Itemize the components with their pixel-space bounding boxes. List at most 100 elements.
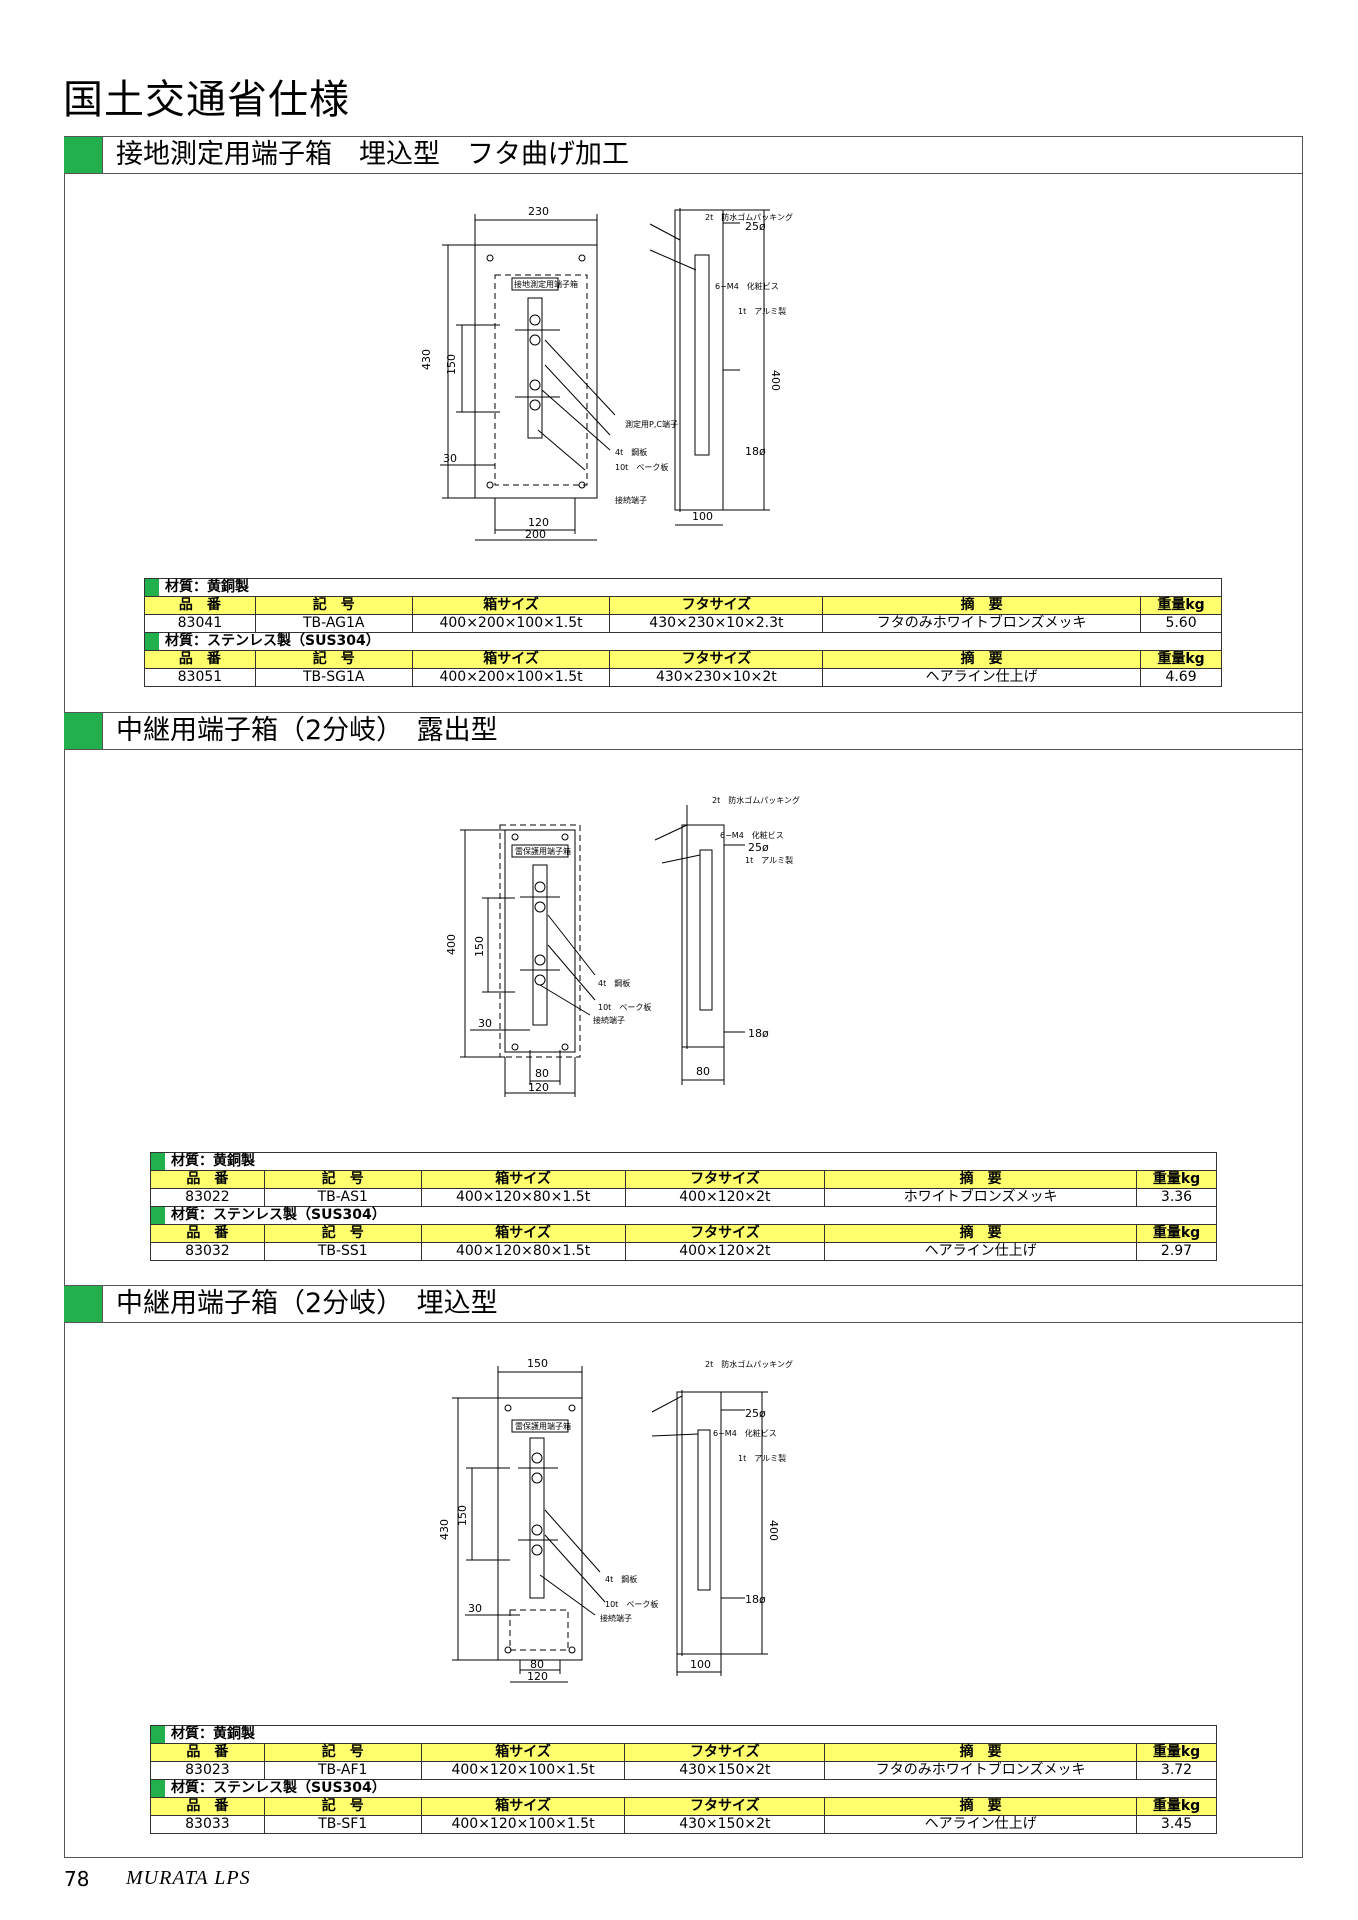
section-header: 中継用端子箱（2分岐） 露出型 <box>64 712 1302 750</box>
dim-label: 30 <box>478 1017 492 1030</box>
dim-label: 120 <box>527 1670 548 1683</box>
part-label: 1t アルミ製 <box>738 1453 786 1463</box>
dim-label: 18ø <box>745 445 766 458</box>
column-header: 重量kg <box>1136 1170 1217 1189</box>
part-label: 10t ベーク板 <box>605 1599 658 1609</box>
table-cell: フタのみホワイトブロンズメッキ <box>822 614 1142 633</box>
table-cell: 430×150×2t <box>624 1761 826 1780</box>
table-cell: ヘアライン仕上げ <box>824 1242 1138 1261</box>
column-header: フタサイズ <box>624 1224 826 1243</box>
table-cell: ホワイトブロンズメッキ <box>824 1188 1138 1207</box>
table-cell: 400×120×80×1.5t <box>420 1242 626 1261</box>
dim-label: 80 <box>535 1067 549 1080</box>
page-title: 国土交通省仕様 <box>63 77 350 123</box>
header-row: 品 番記 号箱サイズフタサイズ摘 要重量kg <box>144 596 1222 615</box>
nameplate-label: 雷保護用端子箱 <box>515 846 571 856</box>
table-cell: 3.45 <box>1136 1815 1217 1834</box>
material-row: 材質：黄銅製 <box>150 1725 1217 1744</box>
dim-label: 430 <box>438 1519 451 1540</box>
column-header: 箱サイズ <box>420 1224 626 1243</box>
table-cell: 3.36 <box>1136 1188 1217 1207</box>
section-header: 接地測定用端子箱 埋込型 フタ曲げ加工 <box>64 136 1302 174</box>
table-cell: 430×230×10×2t <box>609 668 824 687</box>
dim-label: 230 <box>528 205 549 218</box>
material-marker-icon <box>151 1153 165 1170</box>
part-label: 接続端子 <box>600 1613 632 1623</box>
column-header: 記 号 <box>263 1224 422 1243</box>
material-marker-icon <box>151 1726 165 1743</box>
table-cell: ヘアライン仕上げ <box>824 1815 1138 1834</box>
dim-label: 25ø <box>745 220 766 233</box>
column-header: 重量kg <box>1136 1797 1217 1816</box>
section-marker-icon <box>64 713 103 749</box>
header-row: 材質：黄銅製 <box>150 1152 1217 1171</box>
column-header: 品 番 <box>150 1797 265 1816</box>
column-header: フタサイズ <box>624 1797 826 1816</box>
dim-label: 400 <box>445 934 458 955</box>
dim-label: 400 <box>769 370 782 391</box>
table-cell: 400×200×100×1.5t <box>411 668 611 687</box>
part-label: 4t 鋼板 <box>598 978 630 988</box>
column-header: 摘 要 <box>824 1224 1138 1243</box>
part-label: 10t ベーク板 <box>598 1002 651 1012</box>
dim-label: 30 <box>443 452 457 465</box>
table-cell: TB-AS1 <box>263 1188 422 1207</box>
table-cell: 400×200×100×1.5t <box>411 614 611 633</box>
table-cell: 430×230×10×2.3t <box>609 614 824 633</box>
brand-name: MURATA LPS <box>126 1867 251 1889</box>
table-cell: 83033 <box>150 1815 265 1834</box>
dim-label: 150 <box>527 1357 548 1370</box>
material-row: 材質：ステンレス製（SUS304） <box>144 632 1222 651</box>
table-cell: 5.60 <box>1140 614 1222 633</box>
part-label: 6−M4 化粧ビス <box>713 1428 777 1438</box>
part-label: 10t ベーク板 <box>615 462 668 472</box>
table-cell: ヘアライン仕上げ <box>822 668 1142 687</box>
part-label: 2t 防水ゴムパッキング <box>712 795 800 805</box>
material-marker-icon <box>145 579 159 596</box>
part-label: 2t 防水ゴムパッキング <box>705 212 793 222</box>
material-row: 材質：ステンレス製（SUS304） <box>150 1206 1217 1225</box>
column-header: 箱サイズ <box>420 1743 626 1762</box>
table-cell: 3.72 <box>1136 1761 1217 1780</box>
dim-label: 18ø <box>748 1027 769 1040</box>
header-row: 品 番記 号箱サイズフタサイズ摘 要重量kg <box>144 650 1222 669</box>
header-row: 品 番記 号箱サイズフタサイズ摘 要重量kg <box>150 1224 1217 1243</box>
table-cell: 83023 <box>150 1761 265 1780</box>
table-cell: 400×120×80×1.5t <box>420 1188 626 1207</box>
dim-label: 120 <box>528 1081 549 1094</box>
header-row: 材質：黄銅製 <box>150 1725 1217 1744</box>
column-header: 摘 要 <box>822 650 1142 669</box>
dim-label: 100 <box>690 1658 711 1671</box>
header-row: 材質：ステンレス製（SUS304） <box>150 1779 1217 1798</box>
column-header: 品 番 <box>144 596 256 615</box>
header-row: 品 番記 号箱サイズフタサイズ摘 要重量kg <box>150 1797 1217 1816</box>
dim-label: 120 <box>528 516 549 529</box>
column-header: 箱サイズ <box>420 1797 626 1816</box>
table-cell: TB-AG1A <box>254 614 413 633</box>
table-cell: 400×120×2t <box>624 1242 826 1261</box>
material-row: 材質：黄銅製 <box>144 578 1222 597</box>
column-header: 重量kg <box>1136 1224 1217 1243</box>
dim-label: 25ø <box>745 1407 766 1420</box>
table-cell: TB-AF1 <box>263 1761 422 1780</box>
dim-label: 150 <box>473 936 486 957</box>
material-marker-icon <box>151 1207 165 1224</box>
material-row: 材質：ステンレス製（SUS304） <box>150 1779 1217 1798</box>
part-label: 6−M4 化粧ビス <box>720 830 784 840</box>
column-header: 重量kg <box>1140 650 1222 669</box>
table-cell: TB-SS1 <box>263 1242 422 1261</box>
header-row: 材質：黄銅製 <box>144 578 1222 597</box>
section-marker-icon <box>64 137 103 173</box>
part-label: 6−M4 化粧ビス <box>715 281 779 291</box>
page-number: 78 <box>64 1867 90 1891</box>
table-cell: フタのみホワイトブロンズメッキ <box>824 1761 1138 1780</box>
header-row: 材質：ステンレス製（SUS304） <box>144 632 1222 651</box>
column-header: フタサイズ <box>624 1170 826 1189</box>
part-label: 1t アルミ製 <box>738 306 786 316</box>
